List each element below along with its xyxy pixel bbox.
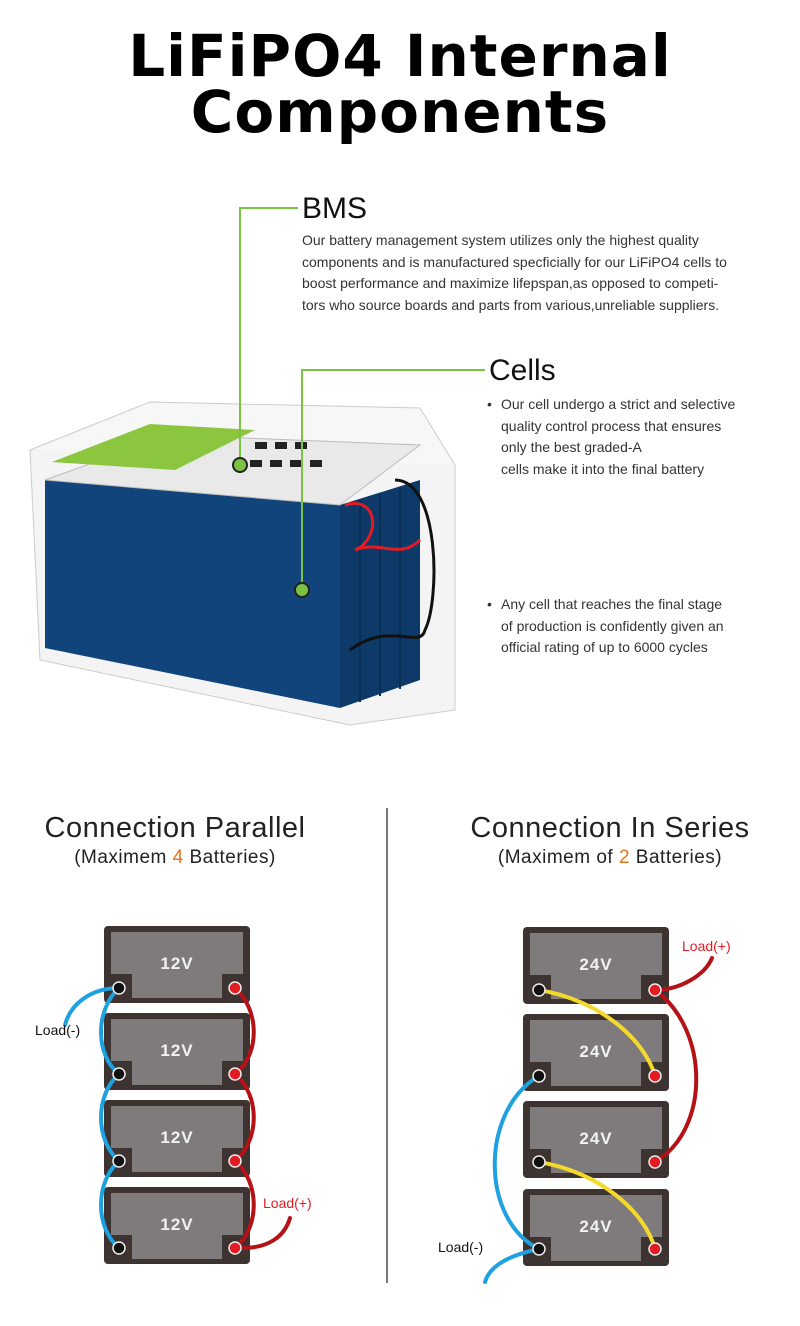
- parallel-title: Connection Parallel: [44, 812, 306, 844]
- series-load-pos-label: Load(+): [682, 938, 731, 954]
- cell-block: [45, 480, 340, 708]
- cells-bullet-1: Our cell undergo a strict and selectiveq…: [487, 394, 800, 480]
- parallel-subtitle: (Maximem 4 Batteries): [74, 847, 276, 868]
- battery-12v: 12V: [104, 1013, 250, 1090]
- cells-heading: Cells: [489, 354, 556, 387]
- series-title: Connection In Series: [470, 812, 750, 844]
- series-subtitle: (Maximem of 2 Batteries): [497, 847, 723, 868]
- page-title: LiFiPO4 Internal Components: [128, 22, 672, 146]
- battery-illustration: [29, 207, 485, 726]
- cells-bullet-2: Any cell that reaches the final stageof …: [487, 594, 800, 659]
- parallel-load-neg-label: Load(-): [35, 1022, 81, 1038]
- series-link-wire: [537, 988, 657, 1078]
- series-pos-wire: [653, 988, 699, 1164]
- series-load-neg-wire: [483, 1247, 541, 1284]
- bms-board: [52, 424, 255, 470]
- battery-12v: 12V: [104, 926, 250, 1003]
- battery-12v: 12V: [104, 1187, 250, 1264]
- series-load-neg-label: Load(-): [438, 1239, 484, 1255]
- bms-callout-line: [239, 207, 298, 465]
- parallel-load-neg-wire: [63, 986, 121, 1027]
- bms-marker: [232, 457, 248, 473]
- parallel-load-pos-label: Load(+): [263, 1195, 312, 1211]
- cells-callout-line: [301, 369, 485, 590]
- bms-description: Our battery management system utilizes o…: [302, 232, 727, 313]
- bms-heading: BMS: [302, 192, 368, 225]
- series-load-pos-wire: [653, 956, 714, 992]
- parallel-pos-wire: [231, 986, 256, 1250]
- battery-24v: 24V: [523, 1101, 669, 1178]
- series-link-wire: [537, 1160, 657, 1251]
- parallel-neg-wire: [99, 986, 123, 1250]
- battery-12v: 12V: [104, 1100, 250, 1177]
- series-neg-wire: [492, 1074, 541, 1251]
- cells-marker: [294, 582, 310, 598]
- terminals: [112, 981, 662, 1256]
- parallel-load-pos-wire: [233, 1216, 292, 1251]
- section-divider: [386, 808, 388, 1283]
